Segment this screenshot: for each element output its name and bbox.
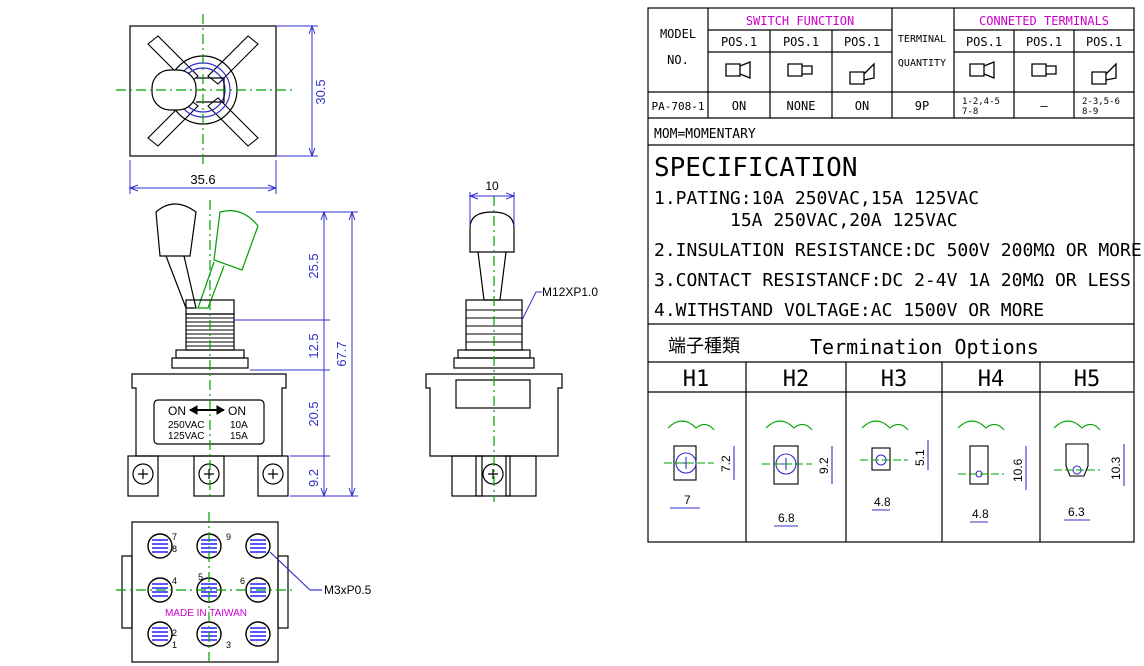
header-quantity: QUANTITY [898,58,946,69]
spec-line: 4.WITHSTAND VOLTAGE:AC 1500V OR MORE [654,300,1044,321]
termination-dims: 7 7.2 6.8 9.2 4.8 5.1 4.8 10.6 6.3 10.3 [684,449,1123,525]
dim-top-width: 35.6 [190,172,215,187]
screw-label: M3xP0.5 [324,583,372,597]
option-h5: H5 [1074,367,1101,392]
terminal-number: 2 [172,628,177,638]
termination-drawings [664,420,1125,527]
spec-table [647,7,1135,543]
pos-label: POS.1 [783,35,819,49]
label-10a: 10A [230,420,248,431]
dim-body-height: 20.5 [306,401,321,426]
pos-label: POS.1 [1086,35,1122,49]
option-h1-drawing [664,420,735,509]
connection-pos3b: 8-9 [1082,107,1098,117]
mom-note: MOM=MOMENTARY [654,127,756,142]
terminal-number: 9 [226,532,231,542]
label-15a: 15A [230,431,248,442]
on-on-arrow [188,405,226,415]
lever-green [197,210,259,309]
terminal-number: 5 [198,572,203,582]
h2-width: 6.8 [778,511,795,525]
terminal-number: 7 [172,532,177,542]
position-icons [725,61,1117,85]
option-h4: H4 [978,367,1005,392]
table-text: MODEL NO. SWITCH FUNCTION TERMINAL QUANT… [652,14,1142,392]
spec-title: SPECIFICATION [654,153,858,183]
option-h2: H2 [783,367,810,392]
dim-side-width: 10 [485,179,499,193]
header-terminal: TERMINAL [898,34,946,45]
front-dimensions [234,210,358,498]
termination-en: Termination Options [810,335,1039,359]
label-250vac: 250VAC [168,420,205,431]
header-no: NO. [667,53,689,67]
terminal-number: 6 [240,576,245,586]
dim-overall-height: 67.7 [334,341,349,366]
terminal-number: 8 [172,544,177,554]
pos-label: POS.1 [844,35,880,49]
function-pos3: ON [855,99,869,113]
lever-shaft-left [165,255,197,309]
h1-height: 7.2 [719,455,733,472]
top-view [116,14,294,168]
option-h4-drawing [957,420,1027,523]
side-knob [469,211,515,253]
header-model: MODEL [660,27,696,41]
option-h5-drawing [1053,420,1125,521]
header-switch-function: SWITCH FUNCTION [746,14,854,28]
option-h3-drawing [860,420,929,511]
connection-pos1b: 7-8 [962,107,978,117]
dim-terminal-height: 9.2 [306,469,321,487]
h5-height: 10.3 [1109,456,1123,480]
label-on-left: ON [168,404,186,418]
dim-top-height: 30.5 [313,79,328,104]
h5-width: 6.3 [1068,505,1085,519]
h4-width: 4.8 [972,507,989,521]
terminal-number: 3 [226,640,231,650]
spec-line: 15A 250VAC,20A 125VAC [730,210,958,231]
terminal-screws [127,455,289,497]
front-view [127,200,289,500]
label-125vac: 125VAC [168,431,205,442]
pos-label: POS.1 [1026,35,1062,49]
option-h3: H3 [881,367,908,392]
pos-label: POS.1 [966,35,1002,49]
side-dimensions [468,192,542,321]
terminal-number: 1 [172,640,177,650]
h2-height: 9.2 [817,457,831,474]
terminal-quantity: 9P [915,99,929,113]
spec-line: 2.INSULATION RESISTANCE:DC 500V 200MΩ OR… [654,240,1142,261]
label-on-right: ON [228,404,246,418]
h3-height: 5.1 [913,449,927,466]
h1-width: 7 [684,493,691,507]
dim-toggle-height: 25.5 [306,253,321,278]
spec-line: 3.CONTACT RESISTANCF:DC 2-4V 1A 20MΩ OR … [654,270,1131,291]
terminal-number: 4 [172,576,177,586]
pos-label: POS.1 [721,35,757,49]
connection-pos2: — [1040,99,1048,113]
header-connected-terminals: CONNETED TERMINALS [979,14,1109,28]
spec-line: 1.PATING:10A 250VAC,15A 125VAC [654,188,979,209]
dim-bushing-height: 12.5 [306,333,321,358]
option-h1: H1 [683,367,710,392]
option-h2-drawing [762,420,833,527]
bottom-view [116,512,322,664]
h3-width: 4.8 [874,495,891,509]
function-pos2: NONE [787,99,816,113]
side-view [425,196,563,502]
made-in-taiwan: MADE IN TAIWAN [165,608,247,619]
connection-pos3a: 2-3,5-6 [1082,97,1120,107]
h4-height: 10.6 [1011,458,1025,482]
lever-knob-left [155,203,197,257]
connection-pos1a: 1-2,4-5 [962,97,1000,107]
thread-label: M12XP1.0 [542,285,598,299]
termination-cn: 端子種類 [668,336,740,357]
top-dimensions [128,24,318,194]
terminal-numbers: 1 2 3 4 5 6 7 8 9 [172,532,245,650]
function-pos1: ON [732,99,746,113]
model-number: PA-708-1 [652,100,705,113]
